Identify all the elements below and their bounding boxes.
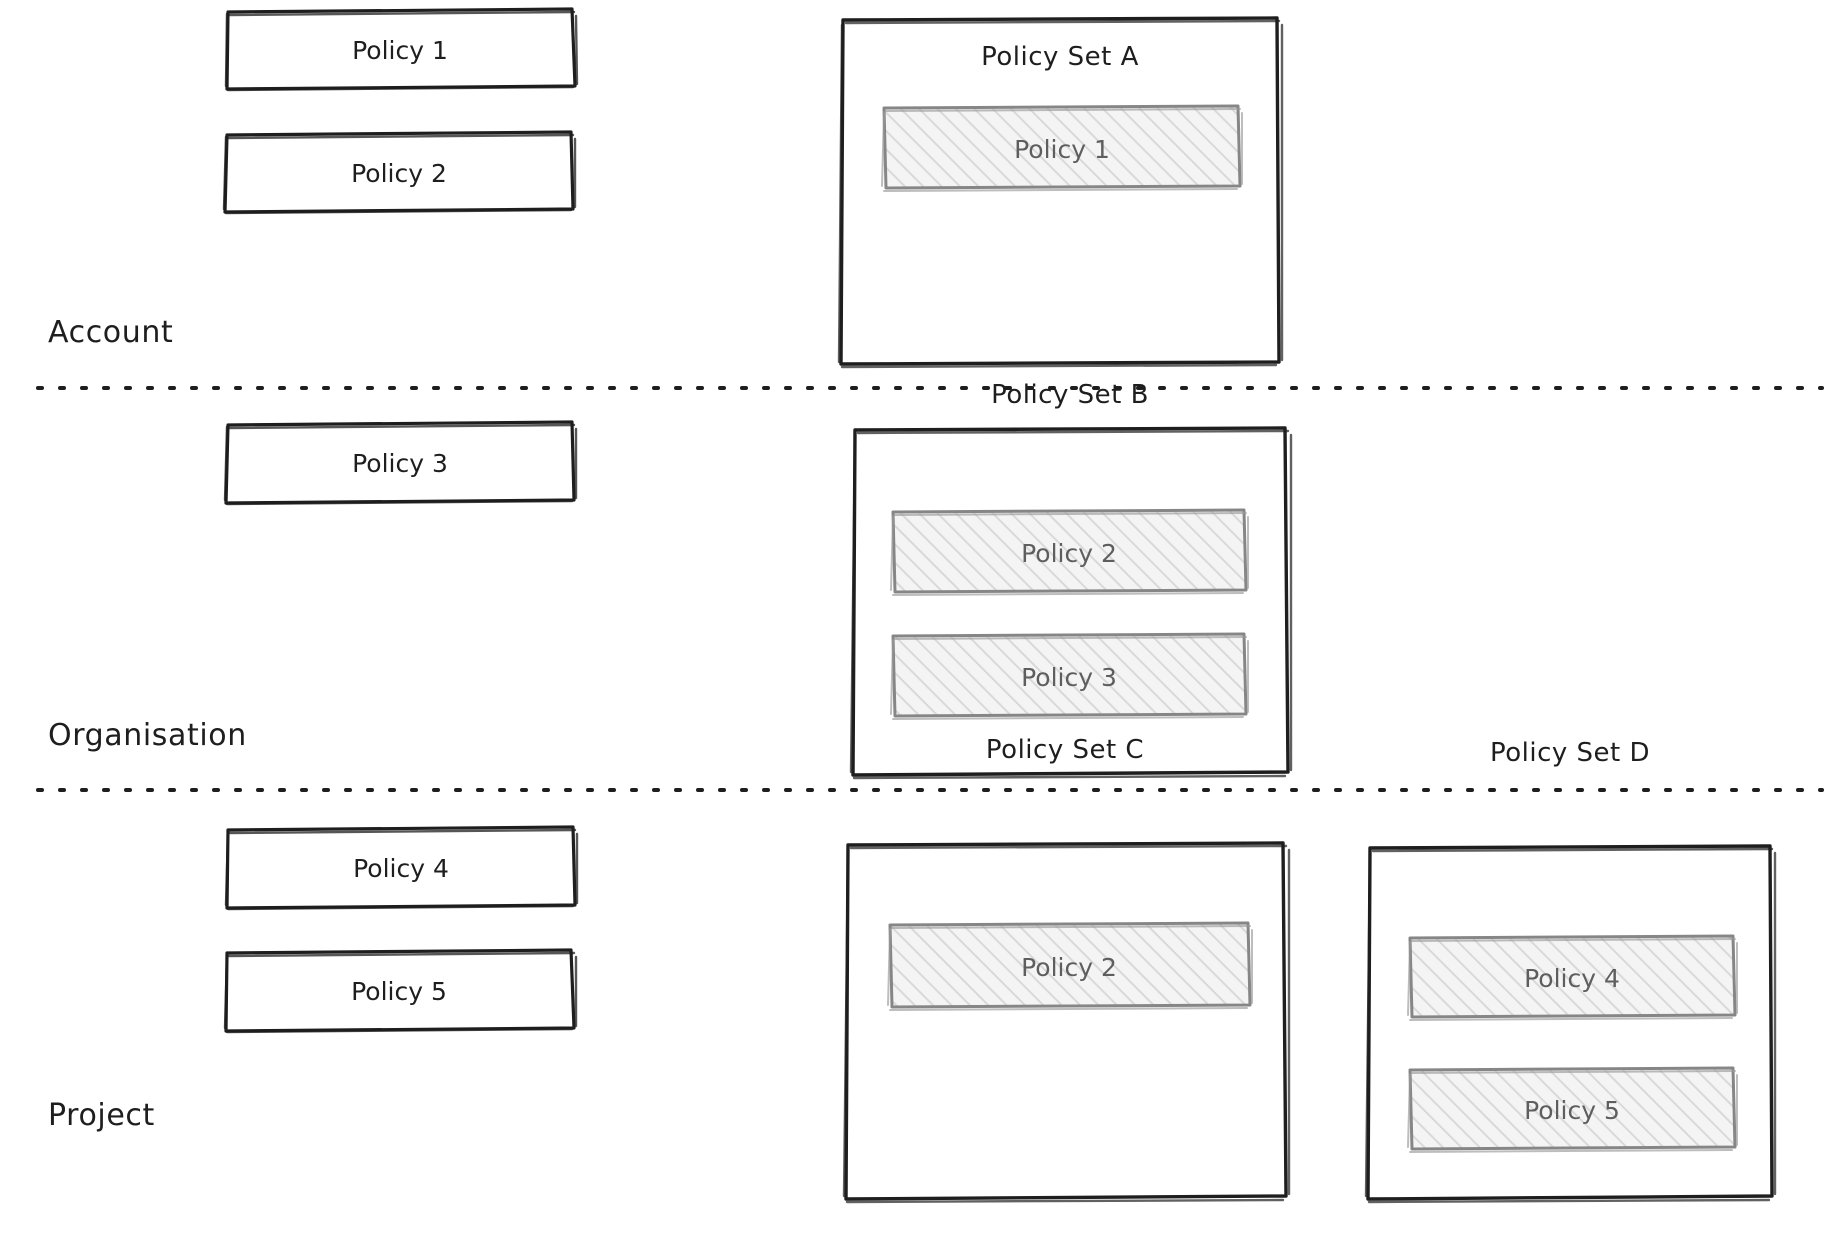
policy-box-policy-4[interactable] [224,825,579,911]
policy-chip-d-policy-5[interactable] [1407,1066,1738,1153]
policy-box-policy-3[interactable] [223,420,578,506]
policy-box-policy-1[interactable] [224,7,579,92]
policy-chip-b-policy-2[interactable] [890,508,1249,596]
policy-box-policy-5[interactable] [223,948,578,1034]
policy-set-box-c[interactable] [842,841,1291,1204]
policy-chip-d-policy-4[interactable] [1407,934,1738,1021]
policy-chip-b-policy-3[interactable] [890,632,1249,720]
policy-set-box-a[interactable] [837,16,1284,369]
policy-chip-c-policy-2[interactable] [887,921,1253,1011]
policy-set-box-b[interactable] [849,426,1293,780]
policy-chip-a-policy-1[interactable] [881,104,1243,192]
policy-box-policy-2[interactable] [222,130,577,215]
